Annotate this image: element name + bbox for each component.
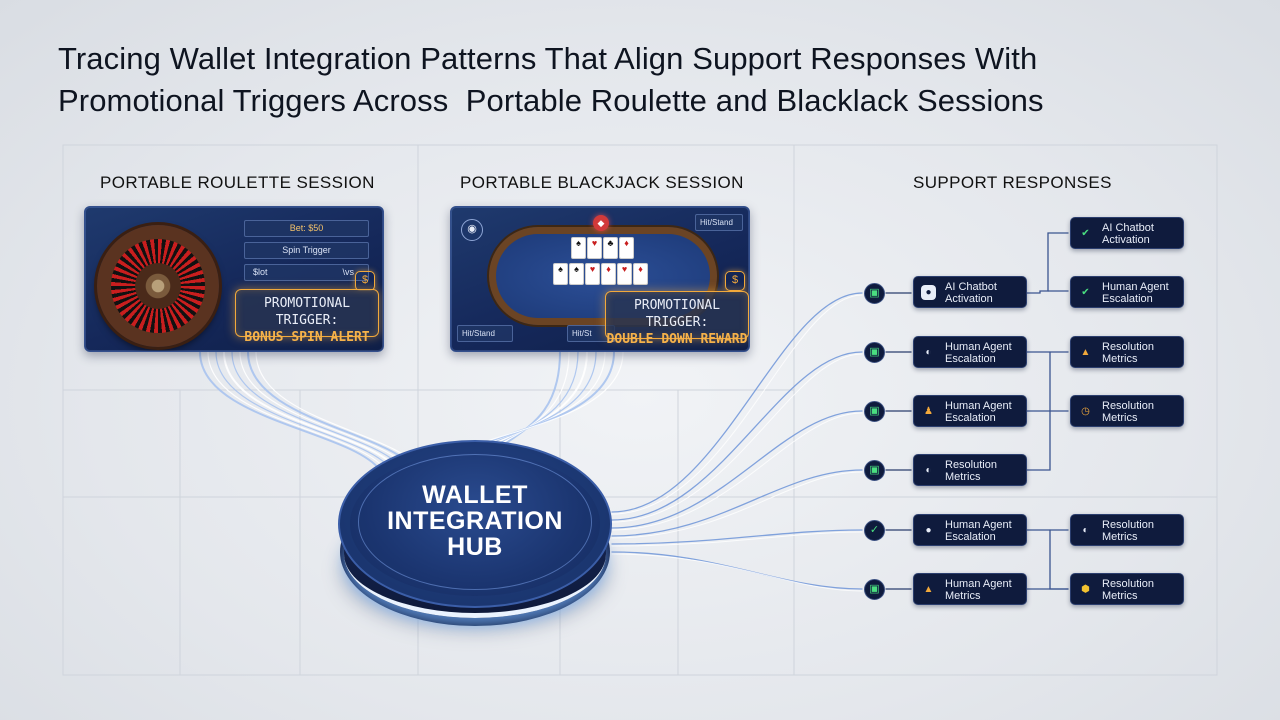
slot-right-label: \vs	[342, 267, 354, 277]
slot-field: $lot \vs	[244, 264, 369, 281]
playing-card: ♣	[603, 237, 618, 259]
hit-stand-bottom-mid: Hit/St	[567, 325, 615, 342]
badge-icon: ▲	[923, 584, 934, 595]
flow-line-support-glow	[611, 553, 863, 592]
playing-card: ♥	[585, 263, 600, 285]
blackjack-column-heading: PORTABLE BLACKJACK SESSION	[460, 173, 744, 192]
spin-trigger-field: Spin Trigger	[244, 242, 369, 259]
wallet-integration-hub: WALLET INTEGRATION HUB	[338, 440, 612, 640]
branch-line	[1026, 410, 1069, 471]
flow-line-roulette	[207, 351, 387, 471]
page-title: Tracing Wallet Integration Patterns That…	[58, 38, 1238, 122]
playing-card: ♥	[617, 263, 632, 285]
chat-check-icon: ✔	[1081, 287, 1090, 298]
hub-label: WALLET INTEGRATION HUB	[338, 482, 612, 560]
status-check-icon: ▣	[864, 460, 885, 481]
flow-line-support-glow	[611, 412, 863, 531]
roulette-column-heading: PORTABLE ROULETTE SESSION	[100, 173, 375, 192]
playing-card: ♦	[601, 263, 616, 285]
playing-card: ♦	[633, 263, 648, 285]
chat-bubble-icon: ●	[925, 525, 932, 536]
promo-trigger-blackjack: PROMOTIONAL TRIGGER: DOUBLE DOWN REWARD	[605, 291, 749, 347]
title-line-1: Tracing Wallet Integration Patterns That…	[58, 41, 1038, 76]
flow-line-support-glow	[611, 294, 863, 515]
flow-line-roulette	[223, 351, 399, 471]
flow-line-roulette	[231, 351, 405, 471]
clock-icon: ◷	[1081, 406, 1090, 417]
blackjack-session-card: ◉ ◆ Hit/Stand ♠ ♥ ♣ ♦ ♠ ♠ ♥ ♦ ♥ ♦ $ Hit/…	[450, 206, 750, 352]
promo-label: PROMOTIONAL TRIGGER:	[263, 296, 351, 328]
flow-line-support	[611, 551, 863, 590]
warning-icon: ▲	[1080, 347, 1091, 358]
branch-line	[1049, 529, 1069, 590]
shield-icon: ⬢	[1081, 584, 1090, 595]
playing-card: ♥	[587, 237, 602, 259]
playing-card: ♠	[571, 237, 586, 259]
hit-stand-top: Hit/Stand	[695, 214, 743, 231]
status-check-icon: ▣	[864, 401, 885, 422]
slot-left-label: $lot	[253, 267, 268, 277]
flow-line-roulette	[199, 351, 381, 471]
branch-line	[1026, 351, 1051, 412]
flow-line-support	[611, 351, 863, 521]
agents-icon: ♟	[924, 406, 933, 417]
playing-card: ♠	[553, 263, 568, 285]
flow-line-support	[611, 469, 863, 537]
bet-field: Bet: $50	[244, 220, 369, 237]
flow-line-roulette	[215, 351, 393, 471]
promo-label: PROMOTIONAL TRIGGER:	[633, 298, 721, 330]
playing-card: ♦	[619, 237, 634, 259]
flow-line-support	[611, 292, 863, 513]
chat-icon: ◐	[925, 465, 932, 476]
promo-value: DOUBLE DOWN REWARD	[606, 332, 748, 347]
status-check-icon: ▣	[864, 342, 885, 363]
playing-card: ♠	[569, 263, 584, 285]
status-check-icon: ▣	[864, 579, 885, 600]
status-check-icon: ✓	[864, 520, 885, 541]
diamond-marker-icon: ◆	[593, 215, 609, 231]
roulette-session-card: Bet: $50 Spin Trigger $lot \vs $ PROMOTI…	[84, 206, 384, 352]
hub-line-1: WALLET	[422, 481, 528, 509]
promo-trigger-roulette: PROMOTIONAL TRIGGER: BONUS SPIN ALERT	[235, 289, 379, 345]
hit-stand-bottom-left: Hit/Stand	[457, 325, 513, 342]
coin-icon: $	[355, 271, 375, 291]
chat-bubble-icon: ●	[921, 285, 936, 300]
support-column-heading: SUPPORT RESPONSES	[913, 173, 1112, 192]
hub-line-2: INTEGRATION	[387, 507, 563, 535]
flow-line-support-glow	[611, 353, 863, 523]
chat-icon: ◐	[925, 347, 932, 358]
flow-line-support-glow	[611, 531, 863, 547]
promo-value: BONUS SPIN ALERT	[244, 330, 370, 345]
title-line-2: Promotional Triggers Across Portable Rou…	[58, 83, 1044, 118]
roulette-wheel	[97, 225, 219, 347]
status-check-icon: ▣	[864, 283, 885, 304]
chat-check-icon: ✔	[1081, 228, 1090, 239]
flow-line-support-glow	[611, 471, 863, 539]
chat-icon: ◐	[1082, 525, 1089, 536]
branch-line	[1026, 232, 1069, 294]
hub-line-3: HUB	[447, 533, 503, 561]
flow-line-support	[611, 410, 863, 529]
hub-glow-ring	[344, 490, 606, 618]
dealer-icon: ◉	[461, 219, 483, 241]
flow-line-support	[611, 529, 863, 545]
coin-icon: $	[725, 271, 745, 291]
